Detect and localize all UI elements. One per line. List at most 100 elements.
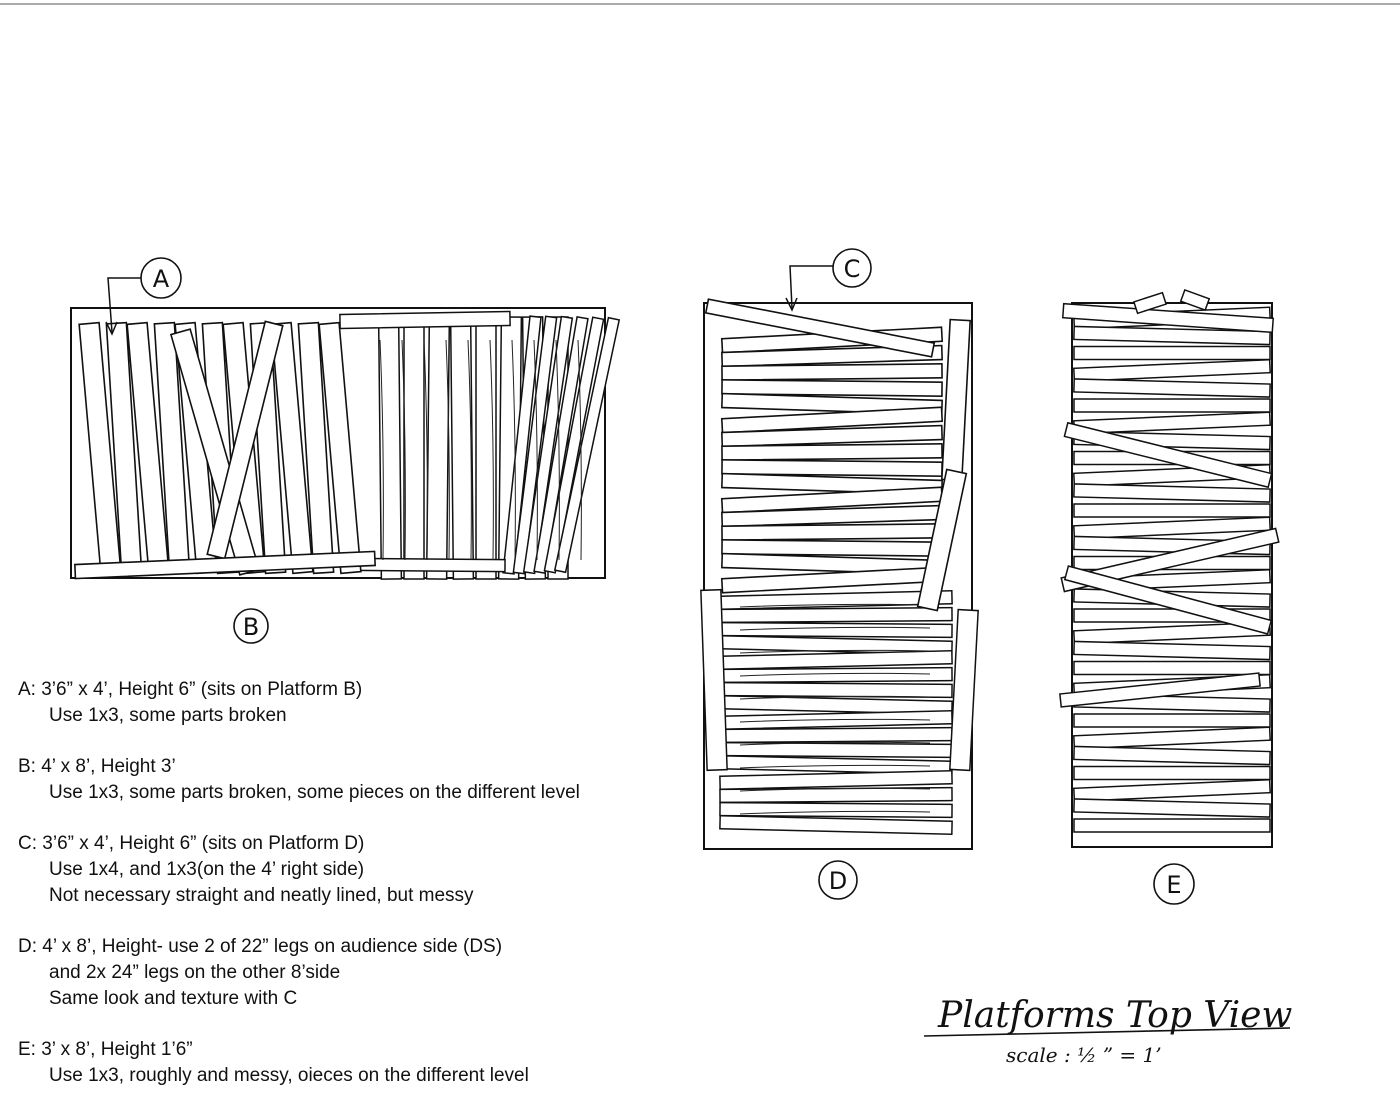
board-c xyxy=(721,344,943,368)
platform-d-boards xyxy=(700,588,979,835)
board-d xyxy=(700,588,728,772)
board-b xyxy=(425,316,451,580)
board-d xyxy=(719,815,953,835)
board-e xyxy=(1073,345,1271,361)
board-b xyxy=(533,316,589,574)
board-d xyxy=(719,801,953,819)
note-line: D: 4’ x 8’, Height- use 2 of 22” legs on… xyxy=(18,936,503,957)
board-a xyxy=(297,321,335,575)
label-c-arrowhead xyxy=(785,297,798,312)
platform-a-boards xyxy=(74,320,376,580)
board-e xyxy=(1073,378,1271,398)
board-c xyxy=(704,298,936,358)
drawing-scale: scale : ½ ” = 1’ xyxy=(1006,1043,1162,1067)
label-a-leader xyxy=(107,277,141,333)
wood-grain xyxy=(445,339,450,561)
board-c xyxy=(721,523,943,541)
board-d xyxy=(719,786,953,804)
wood-grain xyxy=(489,339,494,561)
board-e xyxy=(1059,672,1261,708)
board-c xyxy=(721,539,943,557)
wood-grain xyxy=(467,339,472,561)
board-c xyxy=(721,459,943,477)
board-e xyxy=(1073,640,1271,661)
board-e xyxy=(1073,818,1271,833)
board-e xyxy=(1073,778,1271,803)
note-platform-d: D: 4’ x 8’, Height- use 2 of 22” legs on… xyxy=(18,934,698,1012)
note-platform-b: B: 4’ x 8’, Height 3’Use 1x3, some parts… xyxy=(18,754,698,806)
platform-c-boards xyxy=(704,298,972,612)
wood-grain xyxy=(511,339,516,561)
wood-grain xyxy=(533,339,538,561)
board-e xyxy=(1179,288,1211,312)
board-c xyxy=(721,363,943,381)
label-a-arrowhead xyxy=(105,321,118,336)
wood-grain xyxy=(379,339,384,561)
label-d: D xyxy=(829,867,847,895)
board-b xyxy=(553,316,621,574)
label-e-bubble xyxy=(1153,863,1195,905)
board-c xyxy=(940,318,972,482)
board-b xyxy=(354,557,506,573)
board-e xyxy=(1073,398,1271,413)
board-e xyxy=(1132,291,1168,315)
board-d xyxy=(949,608,979,772)
board-e xyxy=(1073,483,1271,503)
board-e xyxy=(1073,621,1271,645)
note-line: Use 1x3, roughly and messy, oieces on th… xyxy=(49,1065,529,1086)
board-b xyxy=(339,310,511,330)
note-platform-e: E: 3’ x 8’, Height 1’6” Use 1x3, roughly … xyxy=(18,1037,698,1089)
note-line: Use 1x3, some parts broken, some pieces … xyxy=(49,782,580,803)
board-a xyxy=(74,550,376,580)
board-a xyxy=(270,321,314,575)
board-e xyxy=(1073,516,1271,540)
platform-b-boards xyxy=(339,310,621,580)
wood-grain xyxy=(555,339,560,561)
label-c-leader xyxy=(789,265,833,309)
board-b xyxy=(449,316,475,580)
wood-grain xyxy=(739,787,931,792)
wood-grain xyxy=(739,649,931,654)
wood-grain xyxy=(739,695,931,700)
board-c xyxy=(916,468,968,612)
board-a xyxy=(318,321,362,575)
label-d-bubble xyxy=(818,860,858,900)
wood-grain xyxy=(739,672,931,677)
wood-grain xyxy=(739,741,931,746)
platform-d-outline xyxy=(703,302,973,850)
label-b: B xyxy=(243,613,259,641)
platform-notes: A: 3’6” x 4’, Height 6” (sits on Platfor… xyxy=(18,677,698,1114)
label-c: C xyxy=(844,255,861,283)
board-e xyxy=(1073,745,1271,766)
board-e xyxy=(1073,713,1271,728)
wood-grain xyxy=(423,339,428,561)
label-b-bubble xyxy=(233,608,269,644)
board-b xyxy=(403,316,425,580)
board-b xyxy=(512,315,558,575)
wood-grain xyxy=(739,718,931,723)
board-b xyxy=(502,315,542,575)
board-d xyxy=(719,621,953,639)
note-platform-a: A: 3’6” x 4’, Height 6” (sits on Platfor… xyxy=(18,677,698,729)
note-line: C: 3’6” x 4’, Height 6” (sits on Platfor… xyxy=(18,833,365,854)
wood-grain xyxy=(577,339,582,561)
board-e xyxy=(1073,765,1271,781)
board-d xyxy=(719,650,953,670)
note-line: and 2x 24” legs on the other 8’side xyxy=(49,962,341,983)
board-c xyxy=(721,424,943,448)
note-line: Use 1x4, and 1x3(on the 4’ right side) xyxy=(49,859,365,880)
wood-grain xyxy=(739,603,931,608)
note-line: Use 1x3, some parts broken xyxy=(49,705,287,726)
board-e xyxy=(1073,660,1271,676)
note-line: Not necessary straight and neatly lined,… xyxy=(49,885,474,906)
board-d xyxy=(719,726,953,744)
board-d xyxy=(719,770,953,790)
label-c-bubble xyxy=(832,248,872,288)
board-b xyxy=(377,316,403,580)
board-d xyxy=(719,681,953,699)
note-line: E: 3’ x 8’, Height 1’6” xyxy=(18,1039,193,1060)
board-a xyxy=(169,328,261,576)
board-c xyxy=(720,406,944,434)
board-e xyxy=(1061,302,1275,334)
